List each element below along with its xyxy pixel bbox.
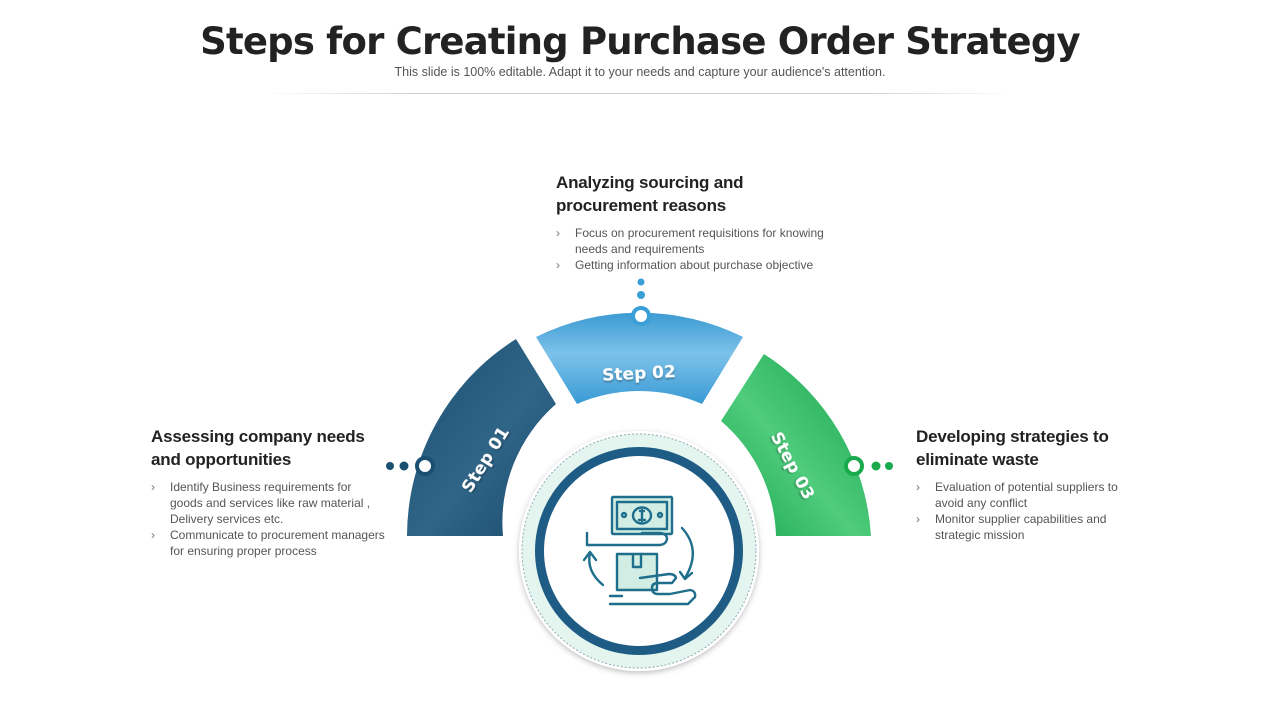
list-item: Evaluation of potential suppliers to avo…	[916, 479, 1130, 511]
step-02-connector	[631, 278, 651, 326]
step-01-title: Assessing company needs and opportunitie…	[151, 427, 365, 469]
step-01-connector	[386, 456, 435, 476]
step-02-label: Step 02	[602, 362, 677, 386]
step-03-bullets: Evaluation of potential suppliers to avo…	[916, 479, 1136, 543]
center-hub	[519, 431, 759, 671]
step-02-bullets: Focus on procurement requisitions for kn…	[556, 225, 856, 273]
list-item: Focus on procurement requisitions for kn…	[556, 225, 837, 257]
page-title: Steps for Creating Purchase Order Strate…	[200, 20, 1081, 63]
step-02-segment	[536, 312, 743, 404]
step-03-title: Developing strategies to eliminate waste	[916, 427, 1109, 469]
step-02-title: Analyzing sourcing and procurement reaso…	[556, 173, 744, 215]
step-01-segment	[407, 339, 556, 536]
list-item: Monitor supplier capabilities and strate…	[916, 511, 1130, 543]
list-item: Identify Business requirements for goods…	[151, 479, 380, 527]
step-01-bullets: Identify Business requirements for goods…	[151, 479, 391, 559]
list-item: Getting information about purchase objec…	[556, 257, 837, 273]
step-03-description: Developing strategies to eliminate waste…	[916, 425, 1136, 543]
step-02-description: Analyzing sourcing and procurement reaso…	[556, 171, 856, 273]
step-01-description: Assessing company needs and opportunitie…	[151, 425, 391, 559]
list-item: Communicate to procurement managers for …	[151, 527, 388, 559]
money-box-exchange-icon	[582, 495, 697, 606]
page-subtitle: This slide is 100% editable. Adapt it to…	[394, 65, 886, 79]
step-03-connector	[844, 456, 893, 476]
step-03-segment	[721, 354, 871, 536]
title-divider	[265, 93, 1015, 94]
